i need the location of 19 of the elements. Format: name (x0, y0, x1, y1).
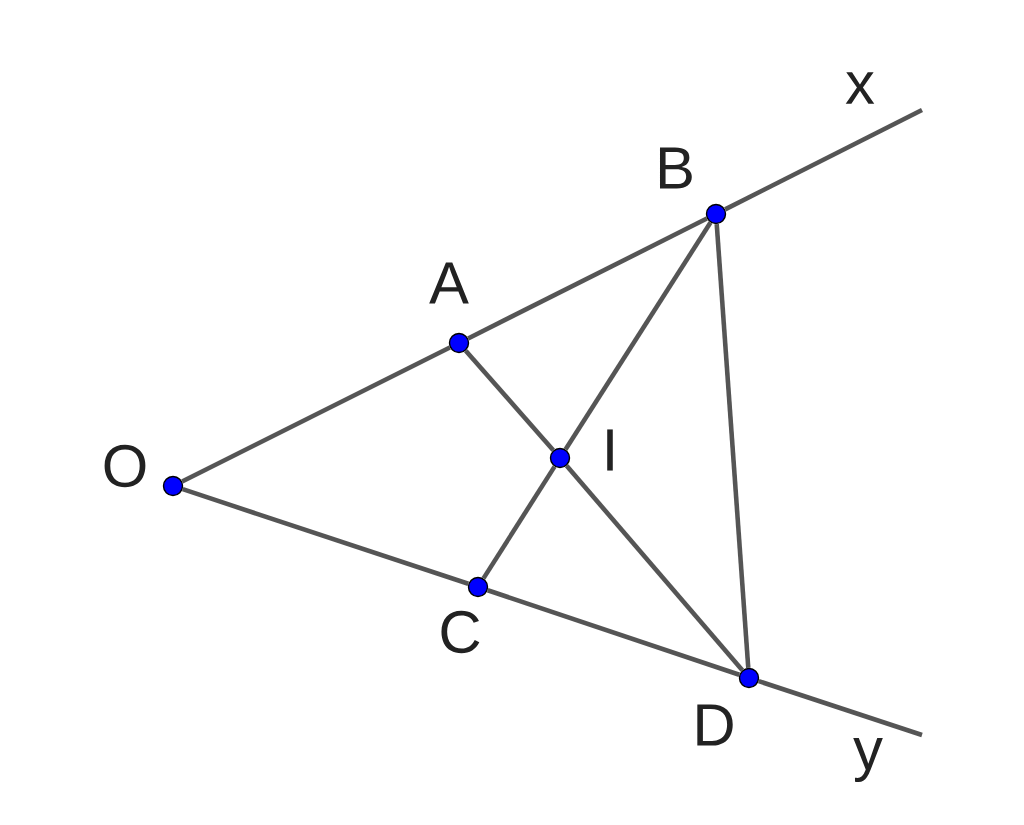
ray-label: x (845, 72, 875, 104)
line-segment (486, 588, 741, 677)
line-segment (563, 221, 713, 451)
line-segment (564, 464, 745, 672)
point-label: A (429, 262, 469, 304)
point-label: O (104, 444, 146, 488)
line-segment (181, 345, 451, 484)
line-segment (464, 349, 555, 452)
line-segment (467, 216, 708, 341)
line-segment (181, 487, 470, 586)
ray (758, 679, 923, 738)
ray (724, 107, 924, 212)
ray-label: y (853, 738, 883, 782)
point-label: I (607, 429, 613, 471)
point-label: B (660, 147, 692, 189)
line-segment (714, 224, 751, 668)
point-label: C (441, 610, 480, 654)
line-segment (481, 465, 557, 580)
point-label: D (697, 704, 733, 746)
